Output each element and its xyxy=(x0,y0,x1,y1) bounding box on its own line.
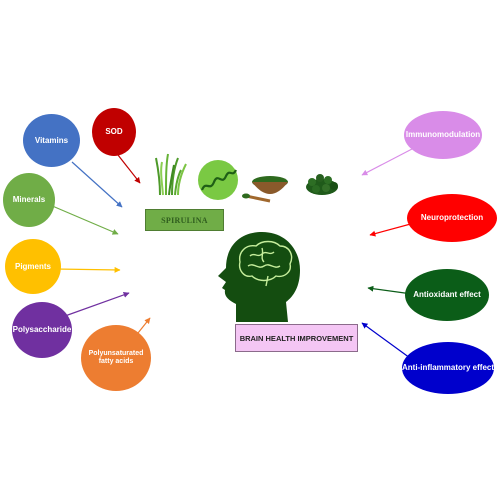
arrow-immunomodulation xyxy=(361,148,413,176)
arrow-anti-inflammatory xyxy=(361,322,411,359)
node-pufa-label: Polyunsaturated fatty acids xyxy=(88,349,144,365)
arrow-sod xyxy=(117,154,141,184)
node-polysaccharide-label: Polysaccharide xyxy=(12,325,72,335)
node-minerals-label: Minerals xyxy=(12,195,46,205)
node-vitamins-label: Vitamins xyxy=(34,135,69,145)
spirulina-label-box: SPIRULINA xyxy=(145,209,224,231)
node-pigments: Pigments xyxy=(5,239,61,294)
brain-health-box: BRAIN HEALTH IMPROVEMENT xyxy=(235,324,358,352)
arrow-minerals xyxy=(49,204,119,235)
node-neuroprotection-label: Neuroprotection xyxy=(420,213,484,223)
node-minerals: Minerals xyxy=(3,173,55,227)
node-antioxidant-label: Antioxidant effect xyxy=(413,290,481,300)
arrow-polysaccharide xyxy=(64,292,130,317)
node-sod-label: SOD xyxy=(105,127,123,137)
arrow-vitamins xyxy=(71,161,123,208)
node-pigments-label: Pigments xyxy=(14,261,51,271)
spirulina-label: SPIRULINA xyxy=(161,215,208,225)
brain-health-label: BRAIN HEALTH IMPROVEMENT xyxy=(239,333,354,343)
node-pufa: Polyunsaturated fatty acids xyxy=(81,325,151,391)
node-vitamins: Vitamins xyxy=(23,114,80,167)
node-antioxidant: Antioxidant effect xyxy=(405,269,489,321)
node-anti-inflammatory: Anti-inflammatory effect xyxy=(402,342,494,394)
node-polysaccharide: Polysaccharide xyxy=(12,302,72,358)
node-anti-inflammatory-label: Anti-inflammatory effect xyxy=(402,363,495,373)
spirulina-slice-icon xyxy=(198,160,238,200)
head-brain-icon xyxy=(218,232,300,322)
node-neuroprotection: Neuroprotection xyxy=(407,194,497,242)
node-immunomodulation: Immunomodulation xyxy=(404,111,482,159)
spirulina-bowl-icon xyxy=(242,176,288,203)
arrow-pufa xyxy=(137,317,151,334)
spirulina-tablets-icon xyxy=(306,174,338,195)
arrow-antioxidant xyxy=(367,285,413,295)
spirulina-grass-icon xyxy=(155,153,187,196)
node-sod: SOD xyxy=(92,108,136,156)
arrow-pigments xyxy=(54,266,121,273)
node-immunomodulation-label: Immunomodulation xyxy=(405,130,481,140)
